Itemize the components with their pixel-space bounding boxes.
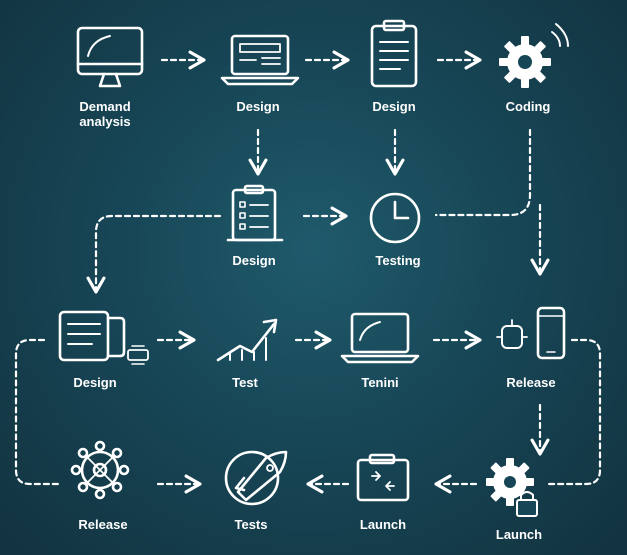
laptop-icon bbox=[340, 312, 420, 364]
launch-gear-icon bbox=[486, 458, 538, 517]
rocket-icon bbox=[224, 450, 288, 506]
node-label-release-phone: Release bbox=[506, 375, 556, 390]
checklist-icon bbox=[226, 184, 284, 242]
node-label-tests: Tests bbox=[234, 517, 268, 532]
connector-release-right-loop bbox=[544, 338, 602, 486]
node-label-design-checklist: Design bbox=[232, 253, 276, 268]
node-label-release-network: Release bbox=[78, 517, 128, 532]
node-label-coding: Coding bbox=[505, 99, 551, 114]
node-label-demand-analysis: Demand analysis bbox=[79, 99, 131, 129]
node-label-tenini: Tenini bbox=[361, 375, 399, 390]
node-label-launch-clipboard: Launch bbox=[359, 517, 407, 532]
signal-waves-icon bbox=[551, 23, 569, 47]
clock-icon bbox=[369, 192, 421, 244]
network-icon bbox=[70, 440, 130, 500]
connector-left-loop bbox=[14, 338, 60, 486]
gear-icon bbox=[499, 36, 551, 88]
monitor-icon bbox=[76, 26, 144, 88]
laptop-icon bbox=[220, 34, 300, 86]
node-label-test: Test bbox=[232, 375, 258, 390]
document-icon bbox=[58, 310, 149, 365]
node-label-design-laptop: Design bbox=[236, 99, 280, 114]
clipboard-icon bbox=[356, 453, 410, 502]
node-label-testing: Testing bbox=[375, 253, 421, 268]
node-label-design-document: Design bbox=[73, 375, 117, 390]
clipboard-icon bbox=[370, 19, 418, 88]
smartphone-icon bbox=[496, 306, 566, 360]
growth-chart-icon bbox=[216, 318, 278, 362]
node-label-design-clipboard: Design bbox=[372, 99, 416, 114]
node-label-launch-gear: Launch bbox=[495, 527, 543, 542]
connector-coding-to-testing bbox=[434, 128, 532, 217]
arrow-checklist-to-design bbox=[86, 214, 222, 294]
